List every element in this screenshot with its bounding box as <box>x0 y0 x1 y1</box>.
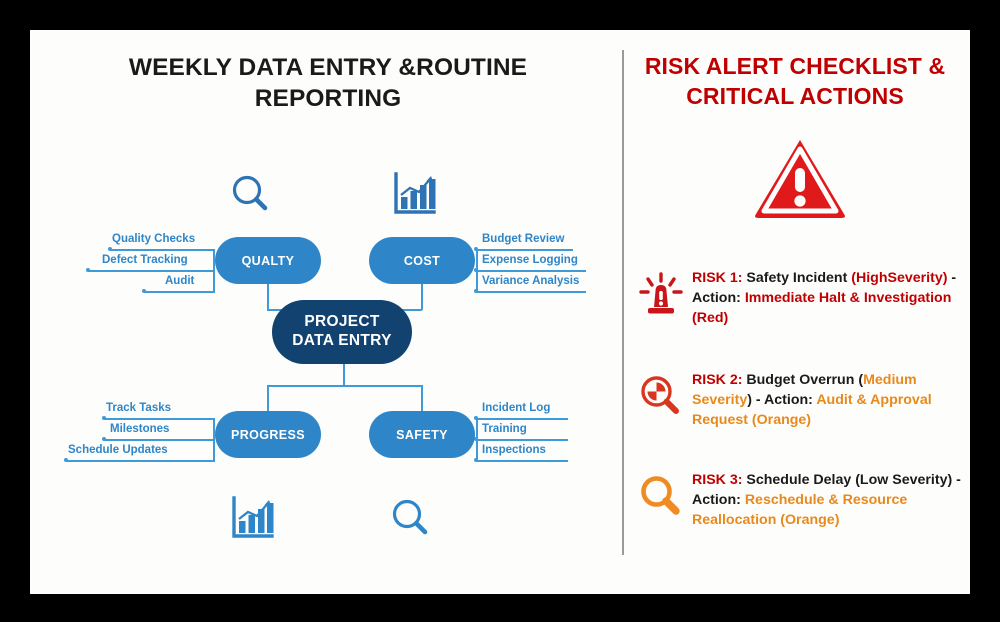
clock-magnifier-icon <box>641 376 679 414</box>
risk-row-2: RISK 2: Budget Overrun (Medium Severity)… <box>630 370 970 430</box>
risk-3-icon-wrap <box>630 470 692 520</box>
center-node-line2: DATA ENTRY <box>292 332 392 349</box>
leaf-label-safety-2: Training <box>482 423 527 435</box>
leaf-label-cost-3: Variance Analysis <box>482 275 580 287</box>
safety-magnifier-icon <box>386 494 434 547</box>
branch-node-quality-label: QUALTY <box>241 253 295 268</box>
leaf-label-cost-1: Budget Review <box>482 233 565 245</box>
slide-card: WEEKLY DATA ENTRY &ROUTINE REPORTING RIS… <box>30 30 970 594</box>
leaf-label-progress-3: Schedule Updates <box>68 444 168 456</box>
magnifier-icon <box>641 476 680 515</box>
connector-cost-down <box>421 284 423 310</box>
branch-node-cost[interactable]: COST <box>369 237 475 284</box>
leaf-line-progress-1 <box>104 418 214 420</box>
leaf-label-safety-1: Incident Log <box>482 402 551 414</box>
leaf-label-quality-3: Audit <box>165 275 195 287</box>
leaf-line-safety-2 <box>476 439 568 441</box>
risk-2-icon-wrap <box>630 370 692 420</box>
center-node-line1: PROJECT <box>304 313 380 331</box>
quality-magnifier-icon <box>226 170 274 223</box>
right-panel-title: RISK ALERT CHECKLIST & CRITICAL ACTIONS <box>644 53 946 109</box>
branch-node-cost-label: COST <box>403 253 441 268</box>
branch-node-progress[interactable]: PROGRESS <box>215 411 321 458</box>
leaf-dot-safety-2 <box>474 437 478 441</box>
leaf-dot-cost-2 <box>474 268 478 272</box>
risk-2-text: RISK 2: Budget Overrun (Medium Severity)… <box>692 372 932 429</box>
warning-triangle-wrap <box>630 135 970 221</box>
risk-row-1: RISK 1: Safety Incident (HighSeverity) -… <box>630 268 970 328</box>
leaf-dot-progress-2 <box>102 437 106 441</box>
leaf-line-progress-3 <box>66 460 214 462</box>
siren-beacon-icon <box>639 272 683 314</box>
leaf-line-cost-2 <box>476 270 586 272</box>
branch-node-safety[interactable]: SAFETY <box>369 411 475 458</box>
leaf-line-quality-2 <box>88 270 214 272</box>
connector-bottom-bar <box>267 385 422 387</box>
risk-3-text: RISK 3: Schedule Delay (Low Severity) - … <box>692 472 961 529</box>
leaf-dot-cost-1 <box>474 247 478 251</box>
leaf-line-cost-1 <box>476 249 573 251</box>
leaf-bracket-progress <box>213 418 215 462</box>
connector-bottom-center <box>343 364 345 386</box>
left-panel-title: WEEKLY DATA ENTRY &ROUTINE REPORTING <box>128 54 528 113</box>
leaf-line-safety-3 <box>476 460 568 462</box>
connector-quality-down <box>267 284 269 310</box>
center-node-project-data-entry[interactable]: PROJECT DATA ENTRY <box>272 300 412 364</box>
leaf-dot-safety-1 <box>474 416 478 420</box>
leaf-label-safety-3: Inspections <box>482 444 546 456</box>
cost-bar-chart-icon <box>388 168 440 225</box>
leaf-label-quality-2: Defect Tracking <box>102 254 188 266</box>
leaf-label-progress-2: Milestones <box>110 423 170 435</box>
leaf-line-progress-2 <box>104 439 214 441</box>
leaf-dot-progress-3 <box>64 458 68 462</box>
leaf-dot-quality-1 <box>108 247 112 251</box>
risk-1-text: RISK 1: Safety Incident (HighSeverity) -… <box>692 270 957 327</box>
leaf-line-quality-1 <box>110 249 214 251</box>
panel-divider <box>622 50 624 555</box>
leaf-dot-quality-3 <box>142 289 146 293</box>
leaf-dot-cost-3 <box>474 289 478 293</box>
progress-bar-chart-icon <box>226 492 278 549</box>
branch-node-quality[interactable]: QUALTY <box>215 237 321 284</box>
risk-1-icon-wrap <box>630 268 692 318</box>
leaf-label-quality-1: Quality Checks <box>112 233 196 245</box>
leaf-bracket-quality <box>213 249 215 293</box>
leaf-line-quality-3 <box>144 291 214 293</box>
leaf-label-cost-2: Expense Logging <box>482 254 578 266</box>
leaf-dot-safety-3 <box>474 458 478 462</box>
connector-progress-up <box>267 385 269 411</box>
risk-alert-checklist: RISK 1: Safety Incident (HighSeverity) -… <box>630 30 970 594</box>
leaf-line-cost-3 <box>476 291 586 293</box>
project-data-entry-diagram: QUALTY Quality Checks Defect Tracking Au… <box>30 30 622 594</box>
branch-node-progress-label: PROGRESS <box>230 427 306 442</box>
branch-node-safety-label: SAFETY <box>396 427 448 442</box>
leaf-line-safety-1 <box>476 418 568 420</box>
connector-safety-up <box>421 385 423 411</box>
leaf-label-progress-1: Track Tasks <box>106 402 172 414</box>
warning-triangle-icon <box>755 140 845 218</box>
leaf-dot-quality-2 <box>86 268 90 272</box>
leaf-dot-progress-1 <box>102 416 106 420</box>
risk-row-3: RISK 3: Schedule Delay (Low Severity) - … <box>630 470 970 530</box>
